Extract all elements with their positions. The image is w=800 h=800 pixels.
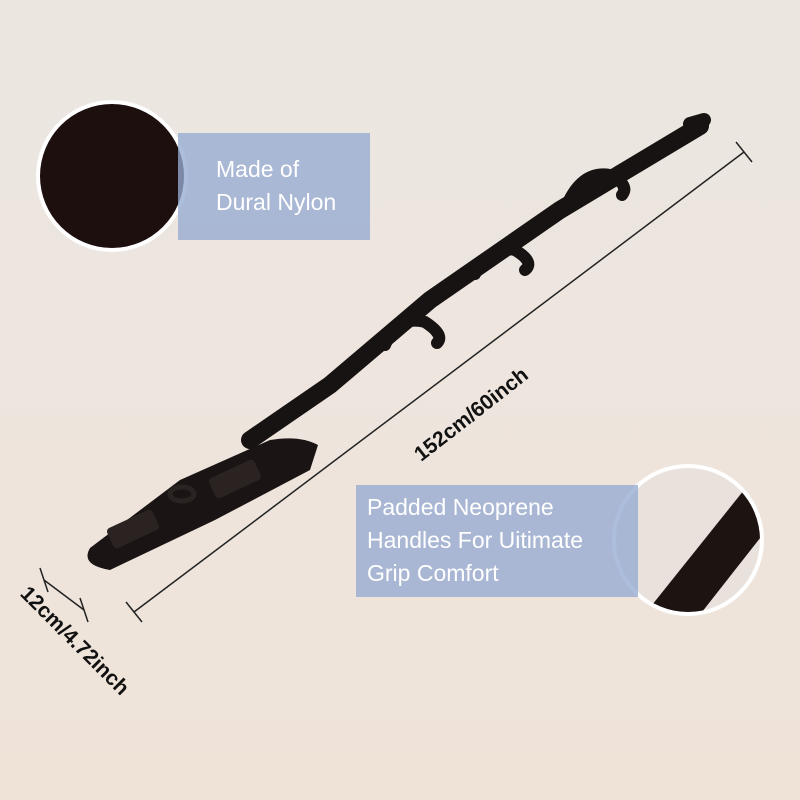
nylon-swatch-fill (40, 104, 184, 248)
handles-callout: Padded Neoprene Handles For Uitimate Gri… (356, 485, 638, 597)
strap (241, 113, 711, 449)
handles-line-3: Grip Comfort (367, 560, 499, 586)
handles-line-1: Padded Neoprene (367, 494, 554, 520)
material-callout: Made of Dural Nylon (178, 133, 370, 240)
material-line-2: Dural Nylon (216, 189, 337, 215)
width-dimension-line (39, 567, 89, 623)
length-dimension-line (125, 141, 753, 623)
handles-line-2: Handles For Uitimate (367, 527, 584, 553)
material-line-1: Made of (216, 156, 300, 182)
padded-handle (87, 438, 318, 570)
neoprene-swatch-fill (616, 468, 760, 612)
